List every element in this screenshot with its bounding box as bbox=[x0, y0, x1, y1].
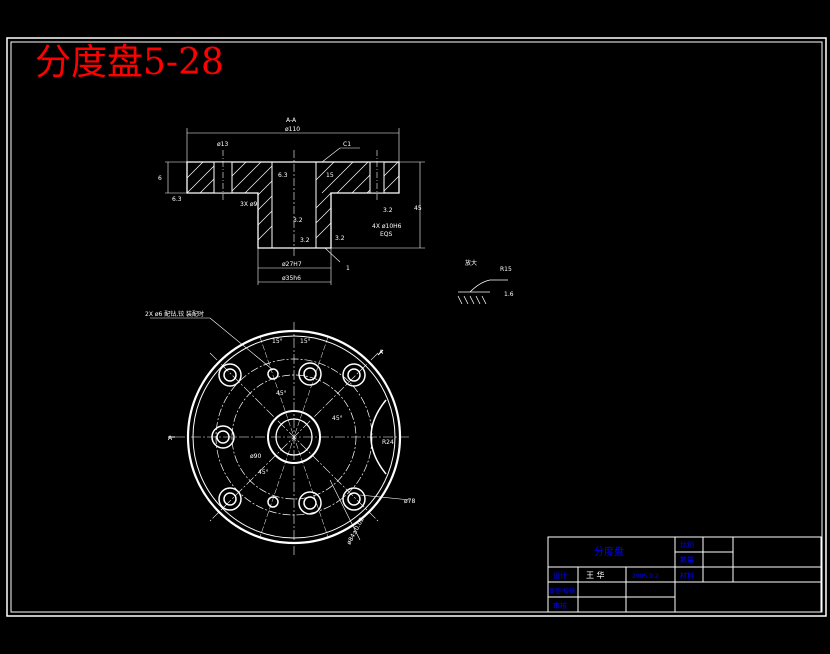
plan-note: 2X ø6 配钻,铰 装配时 bbox=[145, 310, 204, 318]
roughness-3: 3.2 bbox=[293, 217, 303, 224]
roughness-4: 3.2 bbox=[383, 207, 393, 214]
dim-84: ø84±0.02 bbox=[346, 516, 366, 546]
dim-45: 45 bbox=[414, 205, 422, 212]
tb-material-label: 材料 bbox=[680, 571, 694, 580]
dim-pcd-78: ø78 bbox=[404, 498, 415, 505]
dim-4x-hole: 4X ø10H6 bbox=[372, 223, 402, 230]
tb-approver-label: 审核 bbox=[553, 601, 567, 610]
plan-view bbox=[150, 317, 411, 555]
angle-3: 45° bbox=[276, 390, 287, 397]
outer-frame bbox=[6, 37, 827, 617]
section-mark-a1: A bbox=[379, 349, 384, 356]
dim-hub: ø35h6 bbox=[282, 275, 301, 282]
tb-scale-label: 比例 bbox=[680, 540, 694, 549]
detail-radius: R15 bbox=[500, 266, 512, 273]
tb-checker-label: 审查/校核 bbox=[549, 587, 575, 595]
inner-frame bbox=[10, 41, 823, 613]
bolt-holes bbox=[211, 362, 366, 515]
tb-quantity-label: 数量 bbox=[680, 555, 694, 564]
angle-4: 45° bbox=[332, 415, 343, 422]
angle-1: 15° bbox=[272, 338, 283, 345]
angle-2: 15° bbox=[300, 338, 311, 345]
dim-15: 15 bbox=[326, 172, 334, 179]
roughness-1: 6.3 bbox=[172, 196, 182, 203]
tb-designer-name: 王 华 bbox=[586, 570, 605, 580]
dim-3x-hole: 3X ø9 bbox=[240, 201, 258, 208]
drawing-title: 分度盘5-28 bbox=[35, 42, 224, 83]
detail-roughness: 1.6 bbox=[504, 291, 514, 298]
roughness-5: 3.2 bbox=[300, 237, 310, 244]
section-view-labels: A-A ø110 C1 ø13 15 3X ø9 6 ø27H7 ø35h6 4… bbox=[158, 117, 422, 282]
roughness-2: 6.3 bbox=[278, 172, 288, 179]
dim-r24: R24 bbox=[382, 439, 394, 446]
detail-view bbox=[457, 279, 508, 305]
title-block bbox=[547, 536, 822, 613]
dim-1: 1 bbox=[346, 265, 350, 272]
dim-bore: ø27H7 bbox=[282, 261, 302, 268]
section-view bbox=[165, 128, 425, 285]
section-mark-a2: A bbox=[168, 435, 173, 442]
tb-part-name: 分度盘 bbox=[594, 545, 624, 558]
dim-6: 6 bbox=[158, 175, 162, 182]
angle-5: 45° bbox=[258, 469, 269, 476]
tb-designer-label: 设计 bbox=[553, 571, 567, 580]
dim-od: ø110 bbox=[285, 126, 300, 133]
detail-label: 放大 bbox=[465, 259, 477, 267]
dim-chamfer: C1 bbox=[343, 141, 351, 148]
roughness-6: 3.2 bbox=[335, 235, 345, 242]
dim-hole-dia: ø13 bbox=[217, 141, 228, 148]
section-label: A-A bbox=[286, 117, 297, 124]
dim-eqs: EQS bbox=[380, 231, 393, 238]
tb-date: 2005.9.2 bbox=[632, 573, 659, 580]
dim-pcd-90: ø90 bbox=[250, 453, 261, 460]
